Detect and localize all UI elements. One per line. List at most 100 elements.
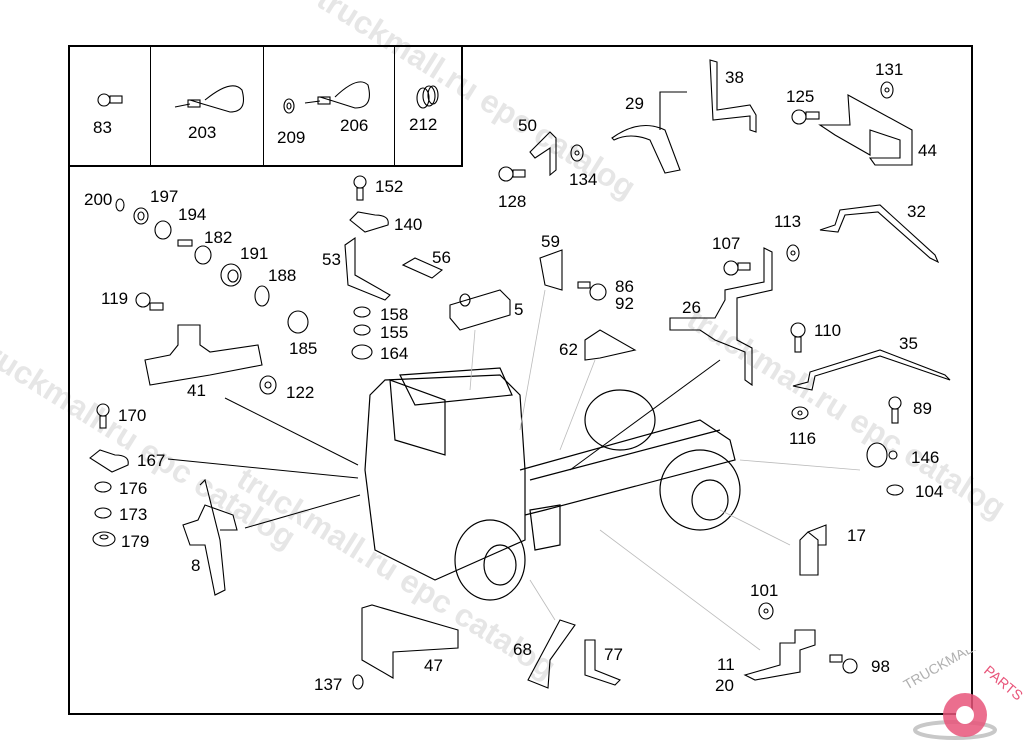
leader-lines-light [469, 289, 861, 651]
nut-icon [786, 244, 800, 262]
nut-icon [154, 220, 172, 240]
part-label: 59 [541, 232, 560, 251]
part-label: 131 [875, 60, 904, 79]
grommet-icon [416, 85, 439, 109]
part-label: 68 [513, 640, 532, 659]
spring-washer-icon [94, 507, 112, 519]
plug-icon [886, 484, 904, 496]
part-label: 173 [119, 505, 148, 524]
fitting-icon [177, 239, 212, 265]
part-label: 92 [615, 294, 634, 313]
leader-lines [167, 359, 721, 529]
plug-icon [287, 310, 309, 334]
clamp-icon [611, 91, 687, 174]
part-label: 110 [814, 321, 842, 340]
washer-icon [115, 198, 125, 212]
part-label: 113 [774, 212, 802, 231]
bracket-icon [584, 329, 637, 361]
bolt-icon [577, 281, 607, 301]
part-label: 209 [277, 128, 306, 147]
part-label: 179 [121, 532, 150, 551]
part-label: 86 [615, 277, 634, 296]
part-label: 101 [750, 581, 779, 600]
cell-divider [394, 45, 395, 165]
part-label: 176 [119, 479, 148, 498]
nut-icon [791, 406, 809, 420]
part-label: 8 [191, 556, 201, 575]
part-label: 98 [871, 657, 890, 676]
diagram-frame [68, 45, 973, 715]
part-label: 53 [322, 250, 341, 269]
washer-icon [94, 481, 112, 493]
bracket-icon [669, 247, 773, 387]
bracket-icon [344, 236, 391, 301]
part-label: 20 [715, 676, 734, 695]
part-label: 134 [569, 170, 598, 189]
bracket-icon [584, 639, 621, 686]
part-label: 158 [380, 305, 409, 324]
part-label: 89 [913, 399, 932, 418]
cable-tie-icon [174, 85, 245, 113]
bolt-icon [790, 322, 806, 353]
part-label: 41 [187, 381, 206, 400]
part-label: 194 [178, 205, 207, 224]
bracket-icon [361, 604, 459, 679]
part-label: 167 [137, 451, 166, 470]
part-label: 32 [907, 202, 926, 221]
part-label: 107 [712, 234, 741, 253]
clip-icon [866, 442, 898, 468]
part-label: 185 [289, 339, 318, 358]
logo-text: TRUCKMALL [901, 650, 983, 693]
strap-icon [819, 204, 940, 264]
part-label: 104 [915, 482, 944, 501]
block-icon [449, 289, 511, 331]
truckmallparts-logo: TRUCKMALL PARTS [901, 650, 1024, 740]
part-label: 56 [432, 248, 451, 267]
part-label: 125 [786, 87, 815, 106]
bracket-icon [709, 59, 757, 133]
bracket-icon [818, 94, 913, 166]
nut-icon [259, 375, 277, 395]
bolt-icon [135, 292, 164, 311]
part-label: 35 [899, 334, 918, 353]
washer-icon [283, 98, 295, 114]
part-label: 206 [340, 116, 369, 135]
washer-icon [353, 306, 371, 318]
cell-divider [150, 45, 151, 165]
nut-icon [880, 81, 894, 99]
bolt-icon [791, 109, 820, 125]
part-label: 50 [518, 116, 537, 135]
bracket-icon [529, 131, 557, 177]
screw-icon [96, 403, 110, 429]
part-label: 197 [150, 187, 179, 206]
bracket-icon [527, 619, 576, 689]
part-label: 200 [84, 190, 113, 209]
grommet-icon [220, 263, 242, 287]
cell-divider [263, 45, 264, 165]
nut-icon [758, 602, 774, 620]
part-label: 128 [498, 192, 527, 211]
truck-illustration [364, 367, 741, 601]
part-label: 62 [559, 340, 578, 359]
bracket-icon [144, 324, 263, 386]
circlip-icon [254, 285, 270, 307]
part-label: 203 [188, 123, 217, 142]
part-label: 116 [789, 429, 817, 448]
part-label: 212 [409, 115, 438, 134]
part-label: 119 [101, 289, 129, 308]
part-label: 182 [204, 228, 233, 247]
part-label: 29 [625, 94, 644, 113]
part-label: 77 [604, 645, 623, 664]
part-label: 26 [682, 298, 701, 317]
bracket-icon [539, 249, 563, 291]
part-label: 122 [286, 383, 315, 402]
washer-icon [133, 207, 149, 225]
part-label: 155 [380, 323, 409, 342]
nut-icon [351, 344, 373, 360]
part-label: 17 [847, 526, 866, 545]
part-label: 11 [717, 655, 735, 674]
part-label: 188 [268, 266, 297, 285]
part-label: 170 [118, 406, 147, 425]
kit-cells-box [68, 45, 463, 167]
